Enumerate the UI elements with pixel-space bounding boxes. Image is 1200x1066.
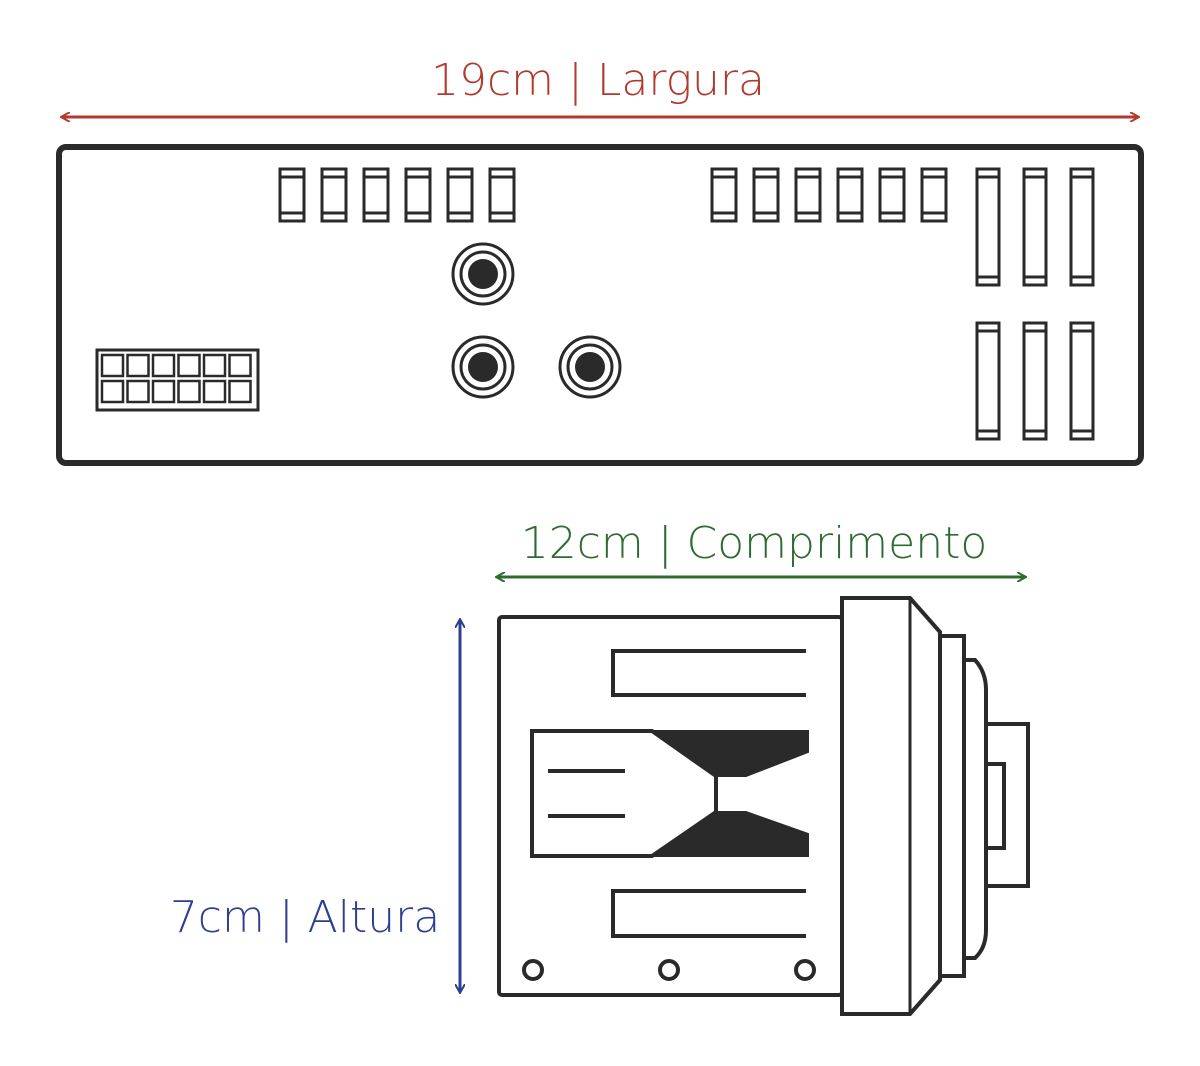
rca-jack-bottom-right [558,335,622,399]
iso-pin [202,379,227,404]
iso-pin [228,353,252,378]
screw-hole-1 [522,959,544,981]
iso-pin [177,353,201,378]
iso-pin [100,379,125,404]
iso-pin [228,379,252,404]
terminal-row-left [278,167,516,223]
terminal-right-6 [920,167,948,223]
iso-pin [126,379,150,404]
screw-hole-3 [794,959,816,981]
upper-slot [611,649,806,697]
terminal-right-5 [878,167,906,223]
rear-panel [56,144,1144,466]
side-view [497,596,1030,1016]
terminal-right-3 [794,167,822,223]
terminal-right-4 [836,167,864,223]
terminal-left-5 [446,167,474,223]
rca-jack-bottom-left [451,335,515,399]
terminal-left-6 [488,167,516,223]
lower-slot [611,889,806,938]
terminal-tall-bottom-1 [975,321,1001,441]
terminal-left-4 [404,167,432,223]
iso-pin [100,353,125,378]
iso-pin [202,353,227,378]
front-panel [840,596,1030,1016]
terminal-tall-top-3 [1069,167,1095,287]
screw-hole-2 [658,959,680,981]
length-label: 12cm | Comprimento [521,518,988,569]
terminal-tall-bottom-2 [1022,321,1048,441]
iso-pin [126,353,150,378]
terminal-right-2 [752,167,780,223]
terminal-left-1 [278,167,306,223]
terminal-tall-top-2 [1022,167,1048,287]
iso-pin [177,379,201,404]
terminal-left-2 [320,167,348,223]
height-label: 7cm | Altura [170,892,440,943]
side-body [497,615,844,997]
rear-panel-outline [56,144,1144,466]
terminal-tall-top-1 [975,167,1001,287]
terminal-left-3 [362,167,390,223]
mounting-clip [530,729,809,858]
iso-pin [151,353,176,378]
iso-connector [95,348,260,412]
terminal-block-vertical [975,167,1095,441]
terminal-row-right [710,167,948,223]
terminal-tall-bottom-3 [1069,321,1095,441]
terminal-right-1 [710,167,738,223]
width-label: 19cm | Largura [431,55,765,106]
rca-jack-top [451,242,515,306]
iso-pin [151,379,176,404]
